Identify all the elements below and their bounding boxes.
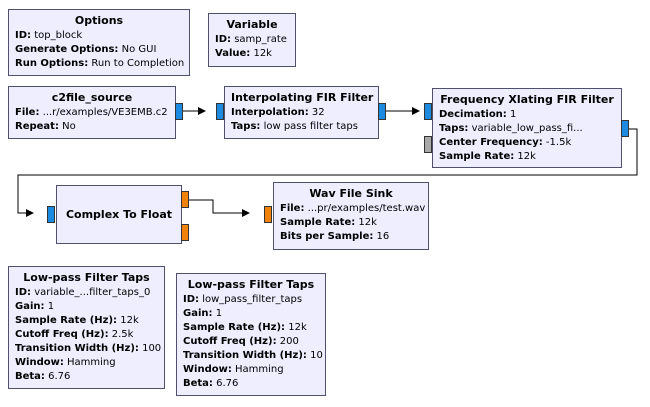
block-param-row: Repeat: No <box>15 121 76 132</box>
block-title: Wav File Sink <box>309 187 393 200</box>
c2f-real-output-port[interactable] <box>181 191 189 208</box>
low-pass-filter-taps-block-1[interactable]: Low-pass Filter Taps ID: variable_...fil… <box>8 266 165 389</box>
block-param-row: Taps: low pass filter taps <box>231 121 358 132</box>
block-param-row: Taps: variable_low_pass_fi... <box>439 123 583 134</box>
block-param-row: Window: Hamming <box>15 357 116 368</box>
block-param-row: Bits per Sample: 16 <box>280 231 390 242</box>
block-param-row: Cutoff Freq (Hz): 2.5k <box>15 329 134 340</box>
c2file-output-port[interactable] <box>175 103 183 120</box>
block-param-row: ID: variable_...filter_taps_0 <box>15 287 151 298</box>
xlating-output-port[interactable] <box>621 120 629 137</box>
block-param-row: ID: samp_rate <box>215 34 287 45</box>
interpolating-fir-filter-block[interactable]: Interpolating FIR Filter Interpolation: … <box>224 86 379 139</box>
block-param-row: Generate Options: No GUI <box>15 44 157 55</box>
block-param-row: ID: low_pass_filter_taps <box>183 294 303 305</box>
block-param-row: File: ...r/examples/VE3EMB.c2 <box>15 107 168 118</box>
block-param-row: Window: Hamming <box>183 364 284 375</box>
variable-block[interactable]: Variable ID: samp_rate Value: 12k <box>208 13 296 67</box>
block-param-row: Sample Rate (Hz): 12k <box>15 315 139 326</box>
block-title: Frequency Xlating FIR Filter <box>440 93 614 106</box>
block-title: Complex To Float <box>65 208 173 221</box>
block-param-row: Sample Rate: 12k <box>439 151 536 162</box>
c2f-imag-output-port[interactable] <box>181 224 189 241</box>
block-param-row: Value: 12k <box>215 48 272 59</box>
c2file-source-block[interactable]: c2file_source File: ...r/examples/VE3EMB… <box>8 86 176 139</box>
wav-input-port[interactable] <box>264 206 272 223</box>
xlating-message-port[interactable] <box>424 136 432 153</box>
frequency-xlating-fir-filter-block[interactable]: Frequency Xlating FIR Filter Decimation:… <box>432 88 622 168</box>
block-title: Options <box>74 14 124 27</box>
c2f-input-port[interactable] <box>47 206 55 223</box>
block-param-row: ID: top_block <box>15 30 83 41</box>
block-param-row: Run Options: Run to Completion <box>15 58 185 69</box>
block-param-row: Interpolation: 32 <box>231 107 325 118</box>
block-param-row: File: ...pr/examples/test.wav <box>280 203 426 214</box>
block-param-row: Sample Rate: 12k <box>280 217 377 228</box>
block-param-row: Decimation: 1 <box>439 109 517 120</box>
block-param-row: Gain: 1 <box>183 308 223 319</box>
low-pass-filter-taps-block-2[interactable]: Low-pass Filter Taps ID: low_pass_filter… <box>176 273 326 396</box>
options-block[interactable]: Options ID: top_block Generate Options: … <box>8 9 190 76</box>
block-param-row: Beta: 6.76 <box>15 371 71 382</box>
block-title: Interpolating FIR Filter <box>231 91 374 104</box>
block-param-row: Transition Width (Hz): 100 <box>15 343 162 354</box>
wire-c2f-to-wav <box>189 199 250 217</box>
block-title: Low-pass Filter Taps <box>23 271 150 284</box>
block-param-row: Cutoff Freq (Hz): 200 <box>183 336 299 347</box>
block-title: Low-pass Filter Taps <box>187 278 315 291</box>
block-param-row: Beta: 6.76 <box>183 378 239 389</box>
block-param-row: Transition Width (Hz): 10 <box>183 350 323 361</box>
interp-output-port[interactable] <box>378 103 386 120</box>
block-param-row: Sample Rate (Hz): 12k <box>183 322 307 333</box>
complex-to-float-block[interactable]: Complex To Float <box>56 185 182 244</box>
block-param-row: Gain: 1 <box>15 301 55 312</box>
block-param-row: Center Frequency: -1.5k <box>439 137 572 148</box>
wav-file-sink-block[interactable]: Wav File Sink File: ...pr/examples/test.… <box>273 182 429 250</box>
block-title: c2file_source <box>51 91 133 104</box>
xlating-input-port[interactable] <box>424 103 432 120</box>
interp-input-port[interactable] <box>216 103 224 120</box>
block-title: Variable <box>226 18 278 31</box>
